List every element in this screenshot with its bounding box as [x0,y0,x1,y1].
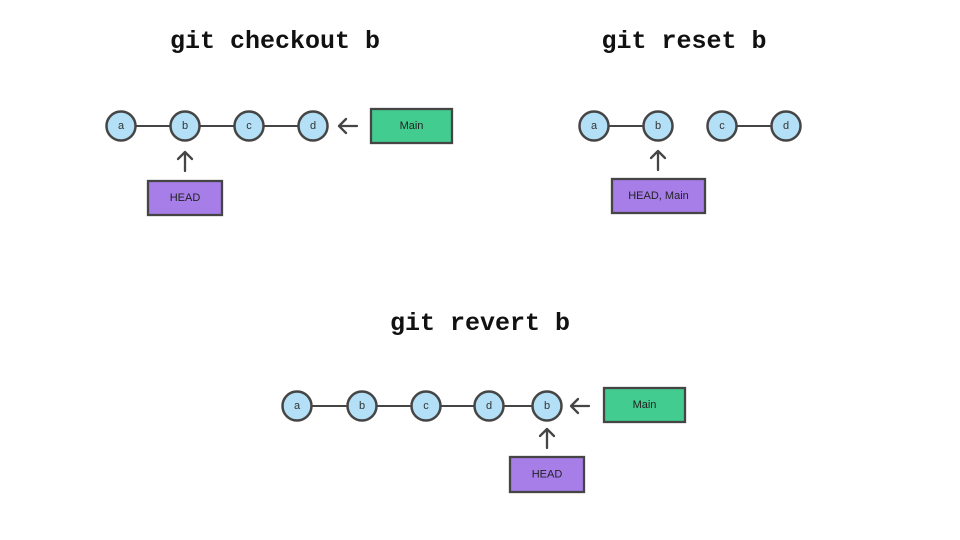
branch-main-label: Main [369,107,454,145]
checkout-title: git checkout b [169,27,381,56]
svg-text:a: a [118,120,125,132]
svg-text:Main: Main [633,399,657,411]
commit-node: a [105,110,137,142]
svg-text:d: d [310,120,316,132]
svg-text:d: d [783,120,789,132]
svg-text:b: b [359,400,365,412]
revert-title: git revert b [389,309,571,338]
svg-text:c: c [423,400,429,412]
svg-text:HEAD, Main: HEAD, Main [628,190,689,202]
commit-node: d [297,110,329,142]
svg-text:b: b [655,120,661,132]
revert-diagram: a b c d b Main HEAD [281,386,687,494]
svg-text:HEAD: HEAD [532,469,563,481]
commit-node: b [346,390,378,422]
svg-text:a: a [294,400,301,412]
commit-node: b [642,110,674,142]
commit-node: d [473,390,505,422]
svg-text:b: b [182,120,188,132]
commit-node: b [169,110,201,142]
up-arrow-icon [176,150,194,173]
svg-text:d: d [486,400,492,412]
commit-node: c [410,390,442,422]
svg-text:HEAD: HEAD [170,192,201,204]
svg-text:Main: Main [400,120,424,132]
commit-node: c [706,110,738,142]
commit-node: c [233,110,265,142]
svg-text:c: c [246,120,252,132]
up-arrow-icon [538,427,556,450]
up-arrow-icon [649,149,667,172]
head-label: HEAD [508,455,586,494]
commit-node: a [578,110,610,142]
svg-text:c: c [719,120,725,132]
commit-node: b [531,390,563,422]
svg-text:a: a [591,120,598,132]
checkout-diagram: a b c d Main HEAD [105,107,454,217]
commit-node: d [770,110,802,142]
left-arrow-icon [569,397,591,415]
branch-main-label: Main [602,386,687,424]
head-main-label: HEAD, Main [610,177,707,215]
head-label: HEAD [146,179,224,217]
commit-node: a [281,390,313,422]
left-arrow-icon [337,117,359,135]
svg-text:b: b [544,400,550,412]
reset-diagram: a b c d HEAD, Main [578,110,802,215]
reset-title: git reset b [601,27,767,56]
